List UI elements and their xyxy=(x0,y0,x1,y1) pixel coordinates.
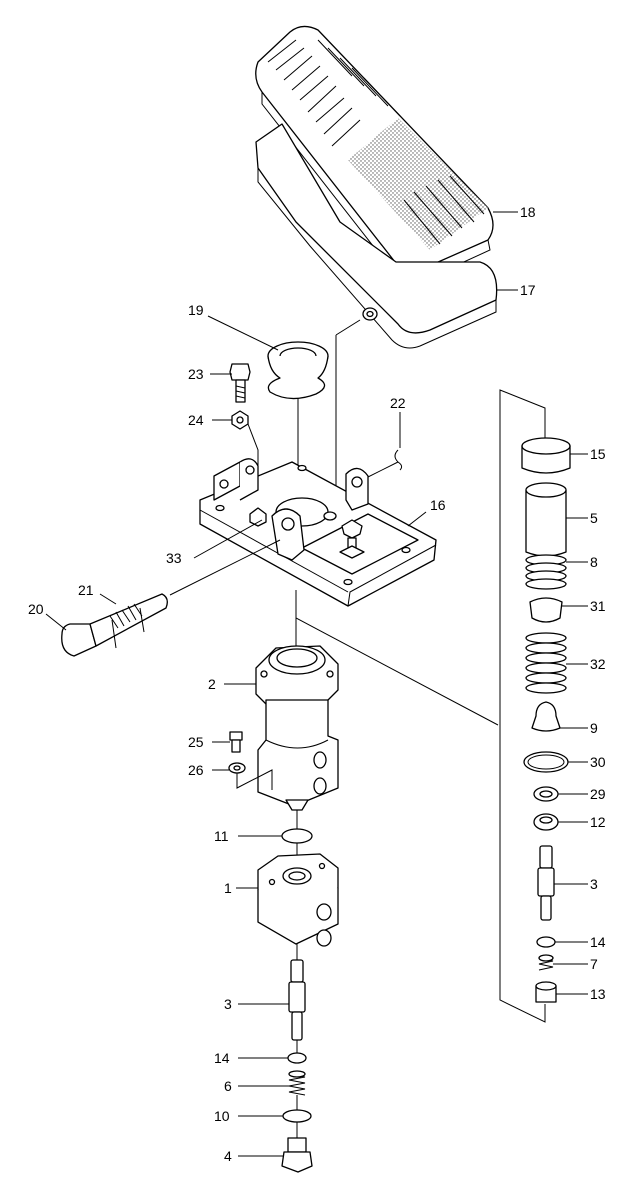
callout-3-left: 3 xyxy=(224,996,232,1012)
callout-26: 26 xyxy=(188,762,204,778)
callout-15: 15 xyxy=(590,446,606,462)
bolt-23 xyxy=(229,363,251,403)
callout-21: 21 xyxy=(78,582,94,598)
callout-19: 19 xyxy=(188,302,204,318)
ring-14-right xyxy=(536,936,556,948)
callout-13: 13 xyxy=(590,986,606,1002)
plug-4 xyxy=(281,1137,313,1173)
spool-3-right xyxy=(537,845,555,921)
ring-14-left xyxy=(287,1052,307,1064)
base-plate-16 xyxy=(199,458,437,607)
retainer-31 xyxy=(529,597,563,623)
callout-4: 4 xyxy=(224,1148,232,1164)
sleeve-5 xyxy=(525,482,567,557)
valve-body-1 xyxy=(257,853,339,947)
callout-29: 29 xyxy=(590,786,606,802)
callout-24: 24 xyxy=(188,412,204,428)
callout-30: 30 xyxy=(590,754,606,770)
spring-7 xyxy=(538,954,554,971)
cap-15 xyxy=(521,437,571,474)
spring-6 xyxy=(288,1070,306,1096)
callout-14-left: 14 xyxy=(214,1050,230,1066)
callout-33: 33 xyxy=(166,550,182,566)
callout-14-right: 14 xyxy=(590,934,606,950)
callout-23: 23 xyxy=(188,366,204,382)
callout-7: 7 xyxy=(590,956,598,972)
o-ring-11 xyxy=(281,828,313,844)
callout-22: 22 xyxy=(390,395,406,411)
callout-20: 20 xyxy=(28,601,44,617)
leader-lines xyxy=(45,211,588,1157)
cap-13 xyxy=(535,981,557,1003)
pedal-body-17 xyxy=(255,123,498,349)
callout-2: 2 xyxy=(208,676,216,692)
spool-3-left xyxy=(288,959,306,1041)
callout-8: 8 xyxy=(590,554,598,570)
callout-10: 10 xyxy=(214,1108,230,1124)
callout-11: 11 xyxy=(214,828,229,844)
pedal-pad-18 xyxy=(255,25,494,283)
screw-25 xyxy=(229,731,243,753)
callout-16: 16 xyxy=(430,497,446,513)
callout-17: 17 xyxy=(520,282,536,298)
ring-29 xyxy=(533,786,559,802)
callout-31: 31 xyxy=(590,598,606,614)
bushing-12 xyxy=(533,813,559,831)
assembly-lines xyxy=(295,319,546,1138)
spring-32 xyxy=(525,632,567,694)
washer-26 xyxy=(228,762,273,790)
callout-9: 9 xyxy=(590,720,598,736)
callout-1: 1 xyxy=(224,880,232,896)
boot-19 xyxy=(267,341,329,400)
callout-32: 32 xyxy=(590,656,606,672)
callout-25: 25 xyxy=(188,734,204,750)
snap-ring-30 xyxy=(523,751,569,773)
callout-18: 18 xyxy=(520,204,536,220)
callout-12: 12 xyxy=(590,814,606,830)
adjuster-rod-20-21 xyxy=(61,539,281,657)
callout-5: 5 xyxy=(590,510,598,526)
callout-3-right: 3 xyxy=(590,876,598,892)
callout-labels: 18 17 19 23 24 22 16 33 21 20 2 25 26 11… xyxy=(28,204,606,1164)
o-ring-10 xyxy=(282,1109,312,1123)
seat-9 xyxy=(531,701,561,732)
callout-6: 6 xyxy=(224,1078,232,1094)
spring-8 xyxy=(525,554,567,590)
housing-2 xyxy=(255,645,339,811)
